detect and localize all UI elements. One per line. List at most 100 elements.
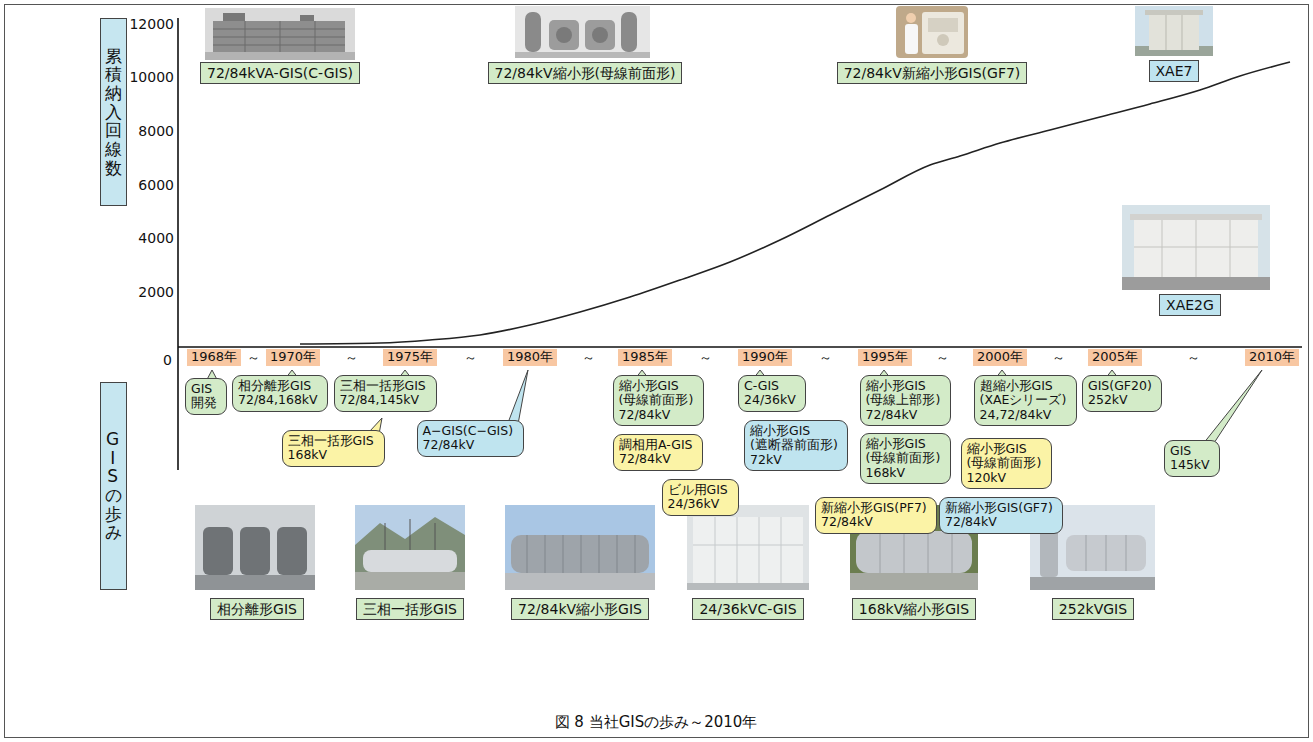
- photo-xae2g: [1122, 205, 1270, 290]
- photo-detail: [687, 583, 809, 590]
- photo-detail: [223, 13, 245, 21]
- product-label: 72/84kVA-GIS(C-GIS): [200, 62, 360, 84]
- label-text: GIS 開発: [191, 382, 221, 411]
- label-text: 縮小形GIS (母線前面形) 72/84kV: [619, 379, 698, 422]
- photo-detail: [355, 572, 465, 590]
- axis-title: 累積納入回線数: [100, 18, 127, 206]
- axis-tick: 6000: [138, 177, 174, 194]
- product-label: XAE7: [1149, 60, 1200, 82]
- photo-detail: [896, 6, 968, 58]
- figure-caption: 図 8 当社GISの歩み～2010年: [555, 713, 758, 731]
- milestone-callout: A−GIS(C−GIS) 72/84kV: [417, 420, 524, 457]
- photo-detail: [527, 535, 635, 573]
- photo-detail: [1130, 214, 1262, 220]
- milestone-callout: 超縮小形GIS (XAEシリーズ) 24,72/84kV: [974, 375, 1077, 426]
- label-text: 2010年: [1249, 350, 1295, 365]
- vertical-text: GISの歩み: [105, 430, 122, 542]
- photo-detail: [277, 527, 307, 575]
- photo-detail: [906, 13, 916, 23]
- photo-detail: [1145, 10, 1203, 15]
- label-text: 1995年: [862, 350, 908, 365]
- milestone-callout: ビル用GIS 24/36kV: [662, 479, 739, 516]
- range-tilde: ～: [819, 350, 832, 366]
- callout-tail: [509, 370, 529, 422]
- milestone-callout: 新縮小形GIS(GF7) 72/84kV: [939, 497, 1063, 534]
- photo-detail: [1030, 577, 1155, 590]
- label-text: 新縮小形GIS(PF7) 72/84kV: [821, 501, 931, 530]
- photo-caption: 24/36kVC-GIS: [692, 598, 803, 620]
- product-label: 72/84kV縮小形(母線前面形): [488, 62, 683, 84]
- label-text: XAE2G: [1166, 297, 1214, 313]
- range-tilde: ～: [1187, 350, 1200, 366]
- range-tilde: ～: [345, 350, 358, 366]
- photo-detail: [213, 21, 345, 52]
- year-marker: 2010年: [1245, 349, 1299, 366]
- photo-detail: [355, 505, 465, 590]
- photo-detail: [693, 517, 803, 583]
- photo-detail: [203, 527, 233, 575]
- label-text: 三相一括形GIS: [363, 601, 457, 617]
- milestone-callout: 相分離形GIS 72/84,168kV: [232, 375, 328, 412]
- photo-detail: [195, 505, 315, 590]
- figure-frame: [5, 5, 1309, 738]
- photo-detail: [1134, 219, 1258, 277]
- axis-title: GISの歩み: [100, 382, 127, 590]
- photo-detail: [1135, 6, 1213, 56]
- photo-detail: [850, 573, 978, 590]
- milestone-callout: GIS(GF20) 252kV: [1082, 375, 1162, 412]
- label-text: GIS 145kV: [1170, 444, 1214, 473]
- label-text: 1975年: [387, 350, 433, 365]
- photo-detail: [195, 575, 315, 590]
- photo-c-gis: [687, 505, 809, 590]
- photo-detail: [205, 52, 355, 60]
- photo-detail: [922, 12, 964, 54]
- photo-detail: [205, 8, 355, 60]
- photo-isolated-phase: [195, 505, 315, 590]
- range-tilde: ～: [582, 350, 595, 366]
- photo-detail: [515, 52, 650, 58]
- label-text: 1980年: [507, 350, 553, 365]
- photo-detail: [687, 505, 809, 590]
- label-text: 252kVGIS: [1059, 601, 1127, 617]
- axis-tick: 8000: [138, 123, 174, 140]
- photo-detail: [1122, 277, 1270, 290]
- photo-detail: [585, 20, 615, 50]
- year-marker: 1968年: [187, 349, 241, 366]
- label-text: 1968年: [191, 350, 237, 365]
- label-text: 縮小形GIS (遮断器前面形) 72kV: [750, 424, 842, 467]
- label-text: 168kV縮小形GIS: [859, 601, 969, 617]
- photo-detail: [549, 20, 579, 50]
- photo-detail: [856, 531, 972, 573]
- photo-detail: [592, 27, 608, 43]
- photo-caption: 72/84kV縮小形GIS: [511, 598, 649, 620]
- label-text: 相分離形GIS: [217, 601, 297, 617]
- range-tilde: ～: [247, 350, 260, 366]
- photo-compact-gis: [515, 6, 650, 58]
- label-text: 縮小形GIS (母線前面形) 120kV: [967, 442, 1046, 485]
- photo-detail: [937, 34, 949, 46]
- label-text: 調相用A-GIS 72/84kV: [619, 438, 697, 467]
- axis-tick: 0: [163, 352, 172, 369]
- cumulative-curve: [300, 62, 1290, 344]
- photo-detail: [525, 12, 541, 52]
- year-marker: 1975年: [383, 349, 437, 366]
- photo-detail: [1122, 205, 1270, 290]
- milestone-callout: GIS 145kV: [1164, 440, 1220, 477]
- y-axis: [177, 18, 179, 470]
- photo-detail: [240, 527, 270, 575]
- range-tilde: ～: [464, 350, 477, 366]
- photo-detail: [693, 517, 803, 583]
- photo-detail: [355, 517, 465, 590]
- photo-detail: [556, 27, 572, 43]
- photo-detail: [515, 6, 650, 58]
- year-marker: 1970年: [266, 349, 320, 366]
- milestone-callout: 縮小形GIS (母線前面形) 168kV: [860, 433, 951, 484]
- axis-tick: 2000: [138, 284, 174, 301]
- photo-caption: 168kV縮小形GIS: [852, 598, 976, 620]
- year-marker: 2005年: [1088, 349, 1142, 366]
- label-text: ビル用GIS 24/36kV: [668, 483, 733, 512]
- label-text: C-GIS 24/36kV: [744, 379, 800, 408]
